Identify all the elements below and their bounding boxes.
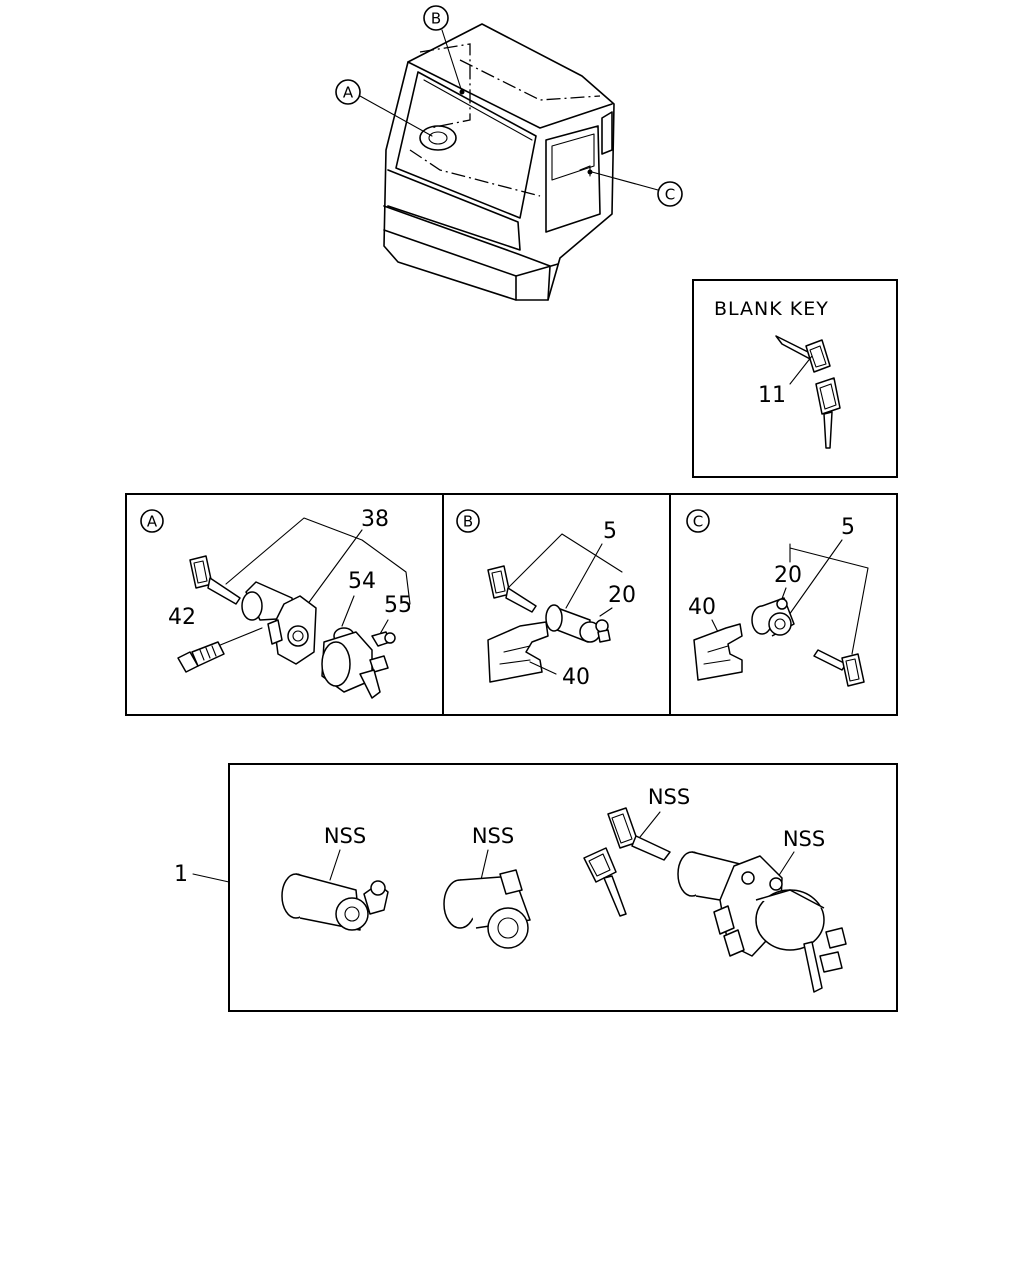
part-number-5-b: 5 — [603, 519, 617, 544]
truck-cab-icon — [383, 23, 615, 301]
key-icon — [189, 555, 241, 605]
svg-text:B: B — [431, 10, 441, 28]
svg-text:C: C — [693, 513, 703, 531]
lock-cylinder-icon — [443, 869, 531, 949]
svg-text:A: A — [147, 513, 158, 531]
key-icon — [775, 335, 831, 373]
callout-c: C — [591, 171, 683, 207]
lock-cylinder-icon — [545, 604, 611, 643]
bolt-icon — [177, 641, 225, 673]
clip-icon — [487, 621, 549, 683]
callout-a: A — [335, 79, 433, 137]
detail-panels — [125, 493, 898, 716]
detail-a: A 38 42 54 55 — [140, 507, 412, 699]
part-number-5-c: 5 — [841, 515, 855, 540]
nss-label: NSS — [783, 827, 825, 851]
part-number-38: 38 — [361, 507, 389, 532]
lock-cylinder-icon — [241, 581, 317, 665]
lock-cylinder-icon — [751, 597, 795, 637]
kit-panel: 1 NSS NSS NSS — [174, 763, 898, 1012]
part-number-11: 11 — [758, 383, 786, 408]
nss-label: NSS — [324, 824, 366, 848]
part-number-54: 54 — [348, 569, 376, 594]
part-number-1: 1 — [174, 862, 188, 887]
screw-icon — [371, 631, 396, 647]
svg-text:B: B — [463, 513, 473, 531]
nss-label: NSS — [472, 824, 514, 848]
part-number-55: 55 — [384, 593, 412, 618]
svg-text:C: C — [665, 186, 675, 204]
detail-c: C 5 20 40 — [686, 509, 869, 687]
part-number-42: 42 — [168, 605, 196, 630]
lock-cylinder-icon — [281, 873, 389, 931]
clip-icon — [693, 623, 743, 681]
key-icon — [583, 847, 627, 917]
ignition-switch-icon — [677, 851, 847, 993]
blank-key-title: BLANK KEY — [714, 298, 829, 320]
callout-b: B — [423, 5, 463, 93]
part-number-40-c: 40 — [688, 595, 716, 620]
key-icon — [813, 649, 865, 687]
key-icon — [815, 377, 841, 449]
detail-b: B 5 20 40 — [456, 509, 636, 690]
key-icon — [607, 807, 671, 861]
part-number-40-b: 40 — [562, 665, 590, 690]
ignition-switch-icon — [321, 627, 389, 699]
nss-label: NSS — [648, 785, 690, 809]
part-number-20-c: 20 — [774, 563, 802, 588]
key-icon — [487, 565, 537, 613]
part-number-20-b: 20 — [608, 583, 636, 608]
blank-key-panel: BLANK KEY 11 — [692, 279, 898, 478]
svg-text:A: A — [343, 84, 354, 102]
